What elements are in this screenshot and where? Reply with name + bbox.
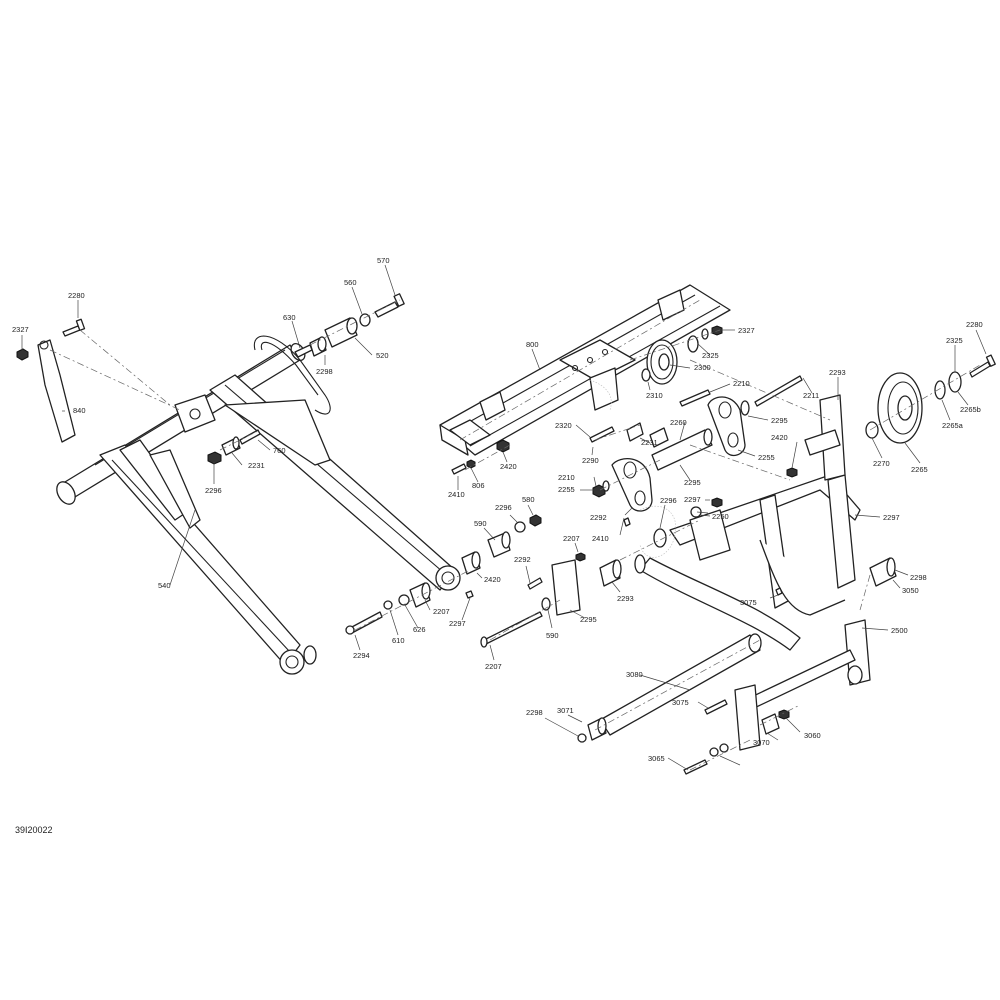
callout-3071: 3060 bbox=[804, 731, 821, 740]
callout-520: 520 bbox=[376, 351, 389, 360]
callout-3070: 3065 bbox=[648, 754, 665, 763]
callout-840: 840 bbox=[73, 406, 86, 415]
callout-3075: 2298 bbox=[526, 708, 543, 717]
callout-590: 2420 bbox=[484, 575, 501, 584]
callout-2298: 2298 bbox=[316, 367, 333, 376]
callout-2420: 2420 bbox=[500, 462, 517, 471]
callout-3075: 2298 bbox=[910, 573, 927, 582]
callout-2207: 2297 bbox=[449, 619, 466, 628]
callout-2231: 2231 bbox=[641, 438, 658, 447]
callout-2300: 2300 bbox=[694, 363, 711, 372]
callout-3080: 3075 bbox=[672, 698, 689, 707]
callout-2410: 2292 bbox=[514, 555, 531, 564]
callout-2295: 2295 bbox=[771, 416, 788, 425]
callout-610: 2294 bbox=[353, 651, 370, 660]
callout-2325: 2325 bbox=[946, 336, 963, 345]
rear-arm-2250 bbox=[634, 394, 861, 651]
callout-2296: 2296 bbox=[205, 486, 222, 495]
callout-2255: 2255 bbox=[758, 453, 775, 462]
callout-760: 760 bbox=[273, 446, 286, 455]
callout-2500: 3080 bbox=[626, 670, 643, 679]
left-hardware bbox=[62, 293, 542, 635]
callout-590: 2207 bbox=[433, 607, 450, 616]
callout-2255: 2292 bbox=[590, 513, 607, 522]
callout-2420: 2420 bbox=[771, 433, 788, 442]
callout-2420: 2207 bbox=[563, 534, 580, 543]
callout-2260: 2295 bbox=[684, 478, 701, 487]
callout-2280: 2280 bbox=[966, 320, 983, 329]
callout-2298: 3071 bbox=[557, 706, 574, 715]
assembly-lines bbox=[49, 299, 981, 771]
callout-2231: 2231 bbox=[248, 461, 265, 470]
callout-2296: 2297 bbox=[684, 495, 701, 504]
callout-2250: 2297 bbox=[883, 513, 900, 522]
callout-570: 570 bbox=[377, 256, 390, 265]
callout-2210: 2255 bbox=[558, 485, 575, 494]
faded-background-sketch bbox=[589, 379, 677, 558]
callout-2296: 580 bbox=[522, 495, 535, 504]
centre-hardware bbox=[451, 375, 803, 648]
callout-2265: 2265 bbox=[911, 465, 928, 474]
callout-580: 590 bbox=[474, 519, 487, 528]
callout-2325: 2325 bbox=[702, 351, 719, 360]
lever-840 bbox=[16, 339, 76, 443]
figure-reference-code: 39I20022 bbox=[15, 825, 53, 835]
callout-2297: 2250 bbox=[712, 512, 729, 521]
callout-630: 630 bbox=[283, 313, 296, 322]
callout-626: 610 bbox=[392, 636, 405, 645]
slide-rail-800 bbox=[439, 284, 731, 456]
callout-2292: 2293 bbox=[617, 594, 634, 603]
callout-2290: 2290 bbox=[582, 456, 599, 465]
callout-2293: 2293 bbox=[829, 368, 846, 377]
callout-2297: 2296 bbox=[495, 503, 512, 512]
idler-wheels bbox=[641, 325, 996, 444]
callout-2207: 2410 bbox=[592, 534, 609, 543]
callout-2327: 2327 bbox=[12, 325, 29, 334]
leader-lines bbox=[21, 264, 987, 771]
callout-3060: 3070 bbox=[753, 738, 770, 747]
callout-2280: 2280 bbox=[68, 291, 85, 300]
callout-560: 560 bbox=[344, 278, 357, 287]
callout-2265a: 2265a bbox=[942, 421, 964, 430]
callout-2265b: 2265b bbox=[960, 405, 981, 414]
callout-806: 806 bbox=[472, 481, 485, 490]
callout-2292: 2296 bbox=[660, 496, 677, 505]
front-arm-assembly bbox=[56, 335, 461, 675]
callout-2207: 3075 bbox=[740, 598, 757, 607]
callout-2310: 2310 bbox=[646, 391, 663, 400]
callout-labels: 2280 2327 840 570 560 630 520 2298 760 2… bbox=[12, 256, 983, 763]
callout-2320: 2320 bbox=[555, 421, 572, 430]
callout-2210: 2210 bbox=[733, 379, 750, 388]
callout-2270: 2270 bbox=[873, 459, 890, 468]
callout-2295: 590 bbox=[546, 631, 559, 640]
callout-2410: 2410 bbox=[448, 490, 465, 499]
callout-2297: 626 bbox=[413, 625, 426, 634]
callout-2298: 3050 bbox=[902, 586, 919, 595]
callout-540: 540 bbox=[158, 581, 171, 590]
callout-2327: 2327 bbox=[738, 326, 755, 335]
callout-2293: 2295 bbox=[580, 615, 597, 624]
callout-2231: 2260 bbox=[670, 418, 687, 427]
callout-2211: 2211 bbox=[803, 391, 819, 400]
callout-2295: 2210 bbox=[558, 473, 575, 482]
callout-2294: 2207 bbox=[485, 662, 502, 671]
callout-3050: 2500 bbox=[891, 626, 908, 635]
lower-assembly bbox=[577, 557, 897, 775]
callout-800: 800 bbox=[526, 340, 539, 349]
